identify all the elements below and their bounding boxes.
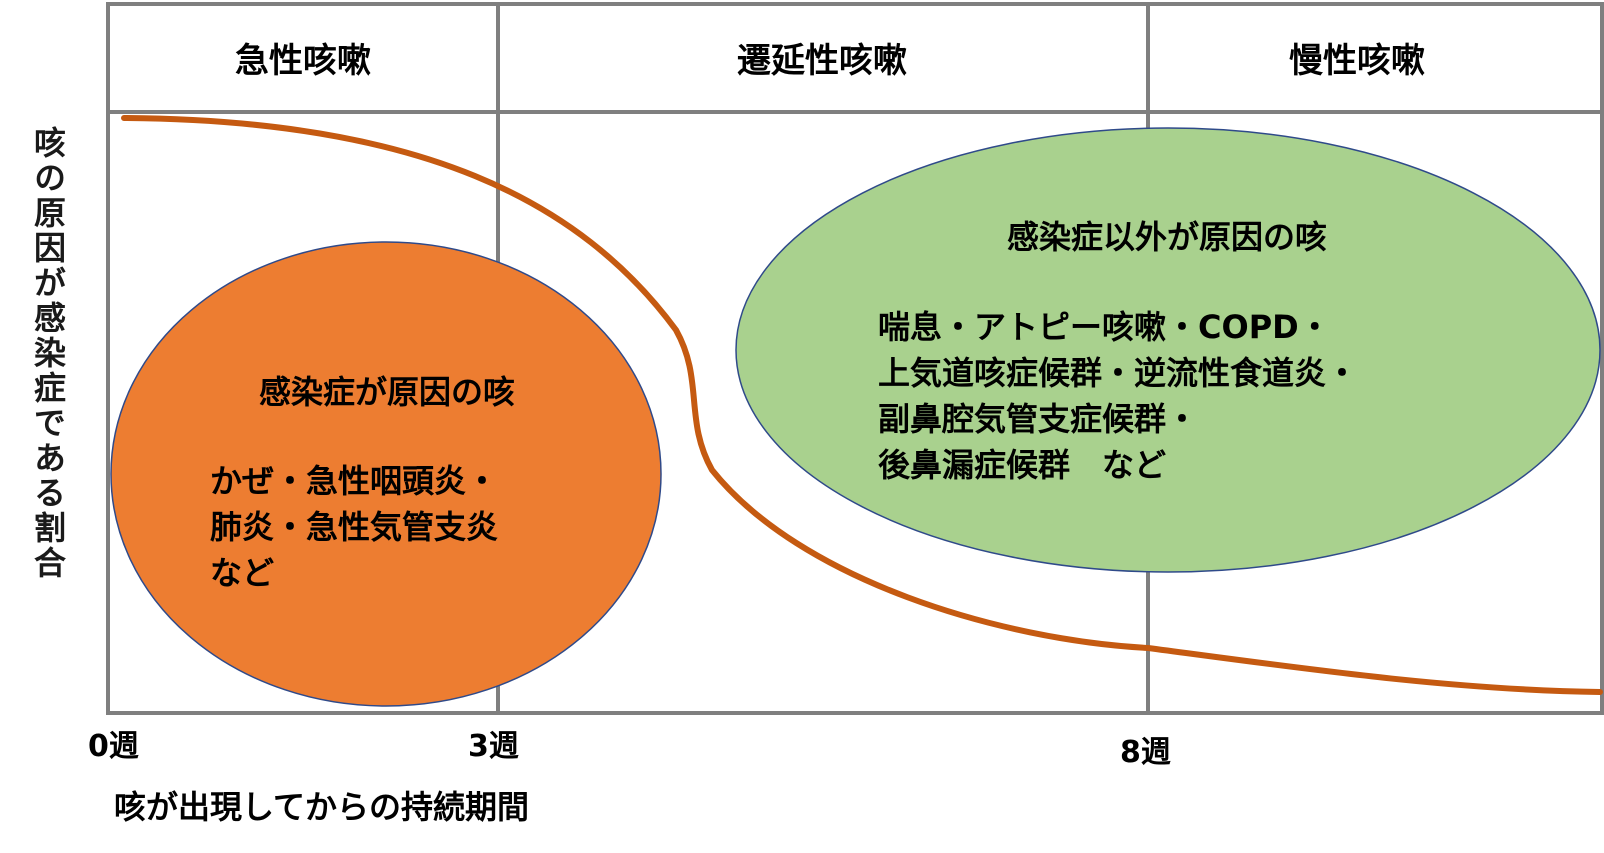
tick-0w: 0週 xyxy=(88,729,139,764)
infectious-ellipse xyxy=(110,241,662,707)
infection-ratio-curve xyxy=(121,115,1603,695)
tick-8w: 8週 xyxy=(1120,735,1171,770)
noninfectious-line-4: 後鼻漏症候群 など xyxy=(878,446,1166,484)
noninfectious-line-2: 上気道咳症候群・逆流性食道炎・ xyxy=(878,354,1358,392)
infectious-line-1: かぜ・急性咽頭炎・ xyxy=(210,462,498,500)
diagram-frame xyxy=(106,2,1604,715)
y-axis-label: 咳の原因が感染症である割合 xyxy=(29,126,67,581)
x-axis-label: 咳が出現してからの持続期間 xyxy=(114,788,529,826)
infectious-line-2: 肺炎・急性気管支炎 xyxy=(210,508,498,546)
noninfectious-line-3: 副鼻腔気管支症候群・ xyxy=(878,400,1198,438)
noninfectious-ellipse xyxy=(735,127,1601,573)
noninfectious-title: 感染症以外が原因の咳 xyxy=(1007,218,1327,256)
infectious-line-3: など xyxy=(210,554,274,592)
infectious-title: 感染症が原因の咳 xyxy=(259,373,515,411)
header-acute: 急性咳嗽 xyxy=(235,41,371,81)
tick-3w: 3週 xyxy=(468,729,519,764)
header-chronic: 慢性咳嗽 xyxy=(1289,41,1425,81)
header-prolonged: 遷延性咳嗽 xyxy=(737,41,907,81)
noninfectious-line-1: 喘息・アトピー咳嗽・COPD・ xyxy=(878,308,1331,346)
